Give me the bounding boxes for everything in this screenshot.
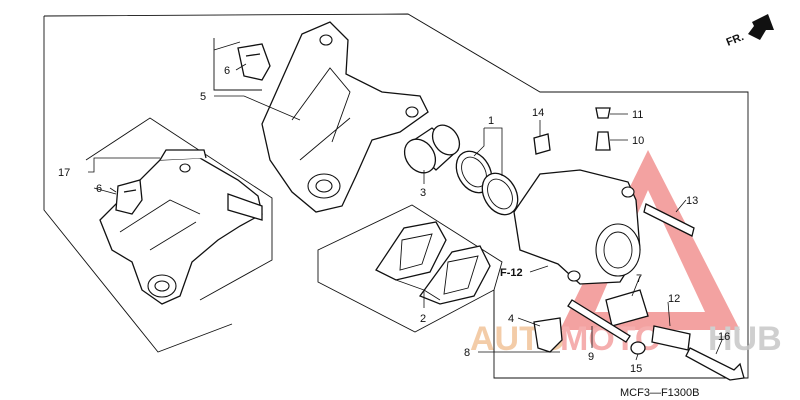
bracket-right-top-line (213, 38, 262, 91)
piston-seal-set (455, 150, 519, 216)
caliper-body (513, 169, 641, 285)
callout-14: 14 (532, 107, 544, 119)
diagram-frame (43, 13, 749, 379)
pin-boot-7 (605, 289, 649, 327)
callout-5: 5 (200, 91, 206, 103)
pad-retainer-4 (533, 317, 563, 353)
figure-code: MCF3—F1300B (620, 387, 699, 399)
pad-spring-left (115, 179, 143, 215)
callout-11: 11 (632, 109, 643, 121)
pin-boot-12 (651, 325, 691, 351)
callout-numbers: 1 2 3 4 5 6 6 7 8 9 10 11 12 13 14 15 16… (58, 65, 730, 375)
section-reference: F-12 (500, 267, 523, 279)
bleed-screw (595, 107, 611, 151)
callout-6-right: 6 (224, 65, 230, 77)
washer-15 (630, 341, 646, 355)
callout-8: 8 (464, 347, 470, 359)
pad-pin-9 (567, 299, 631, 343)
callout-6-left: 6 (96, 183, 102, 195)
watermark-hub: HUB (708, 320, 782, 358)
bracket-left-panel (85, 117, 273, 301)
callout-16: 16 (718, 331, 730, 343)
front-label: FR. (725, 31, 746, 49)
watermark: AUTO MOTO HUB (470, 150, 782, 358)
caliper-bracket-left (99, 149, 263, 305)
caliper-bracket-right (261, 21, 429, 213)
pad-spring-right (237, 43, 271, 81)
callout-2: 2 (420, 313, 426, 325)
watermark-triangle (560, 150, 740, 330)
section-reference-leader (529, 265, 549, 273)
callout-3: 3 (420, 187, 426, 199)
callout-10: 10 (632, 135, 644, 147)
front-arrow-icon (748, 14, 774, 40)
callout-15: 15 (630, 363, 642, 375)
front-direction-indicator: FR. (725, 14, 774, 49)
callout-1: 1 (488, 115, 494, 127)
callout-7: 7 (636, 273, 642, 285)
callout-leaders (88, 63, 723, 361)
callout-17: 17 (58, 167, 70, 179)
bolt-16 (685, 347, 745, 381)
caliper-pin-13 (643, 203, 695, 237)
bleed-cap (533, 133, 551, 155)
callout-4: 4 (508, 313, 514, 325)
brake-pad-set (375, 221, 491, 305)
callout-13: 13 (686, 195, 698, 207)
callout-9: 9 (588, 351, 594, 363)
callout-12: 12 (668, 293, 680, 305)
caliper-piston (403, 124, 461, 174)
